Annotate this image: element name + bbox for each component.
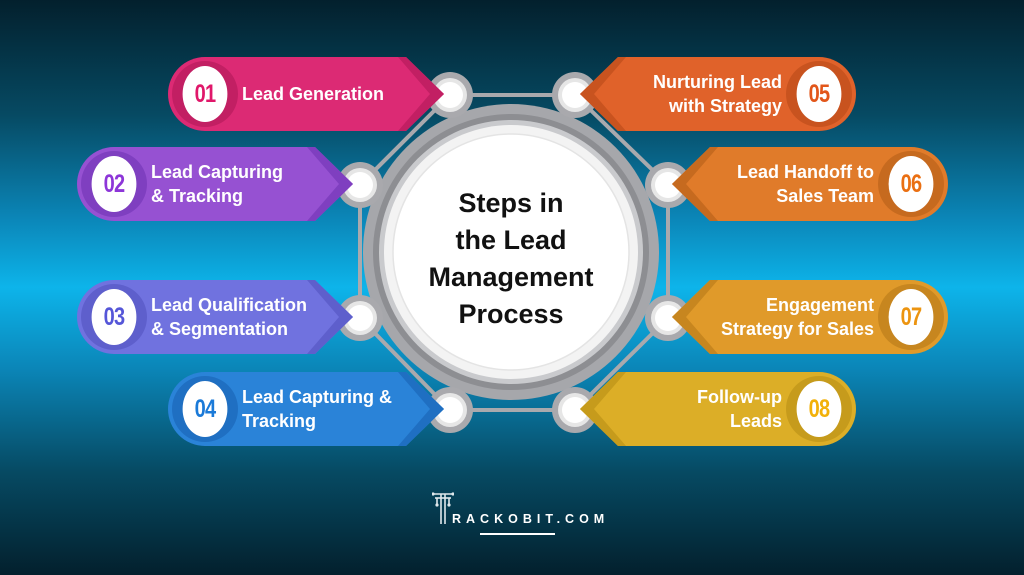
step-02: 02 Lead Capturing& Tracking (77, 147, 353, 221)
node-circles (337, 72, 691, 433)
step-label: Lead Generation (242, 84, 385, 104)
step-number-badge: 02 (91, 156, 137, 212)
step-03: 03 Lead Qualification& Segmentation (77, 280, 353, 354)
logo-text: RACKOBIT.COM (452, 512, 610, 526)
step-number-badge: 07 (888, 289, 934, 345)
logo-underline (480, 533, 555, 535)
step-label: Lead Capturing &Tracking (242, 387, 393, 431)
diagram-title: Steps in the Lead Management Process (428, 188, 594, 329)
step-number-badge: 04 (182, 381, 228, 437)
step-number-badge: 06 (888, 156, 934, 212)
circuit-t-logo-icon (432, 492, 454, 524)
step-number-badge: 01 (182, 66, 228, 122)
step-number-badge: 08 (796, 381, 842, 437)
step-04: 04 Lead Capturing &Tracking (168, 372, 444, 446)
trackobit-logo: RACKOBIT.COM (430, 488, 604, 538)
step-number-badge: 03 (91, 289, 137, 345)
step-01: 01 Lead Generation (168, 57, 444, 131)
step-number-badge: 05 (796, 66, 842, 122)
center-circle (363, 104, 659, 400)
step-label: Lead Capturing& Tracking (151, 162, 284, 206)
step-label: Lead Qualification& Segmentation (151, 295, 308, 339)
